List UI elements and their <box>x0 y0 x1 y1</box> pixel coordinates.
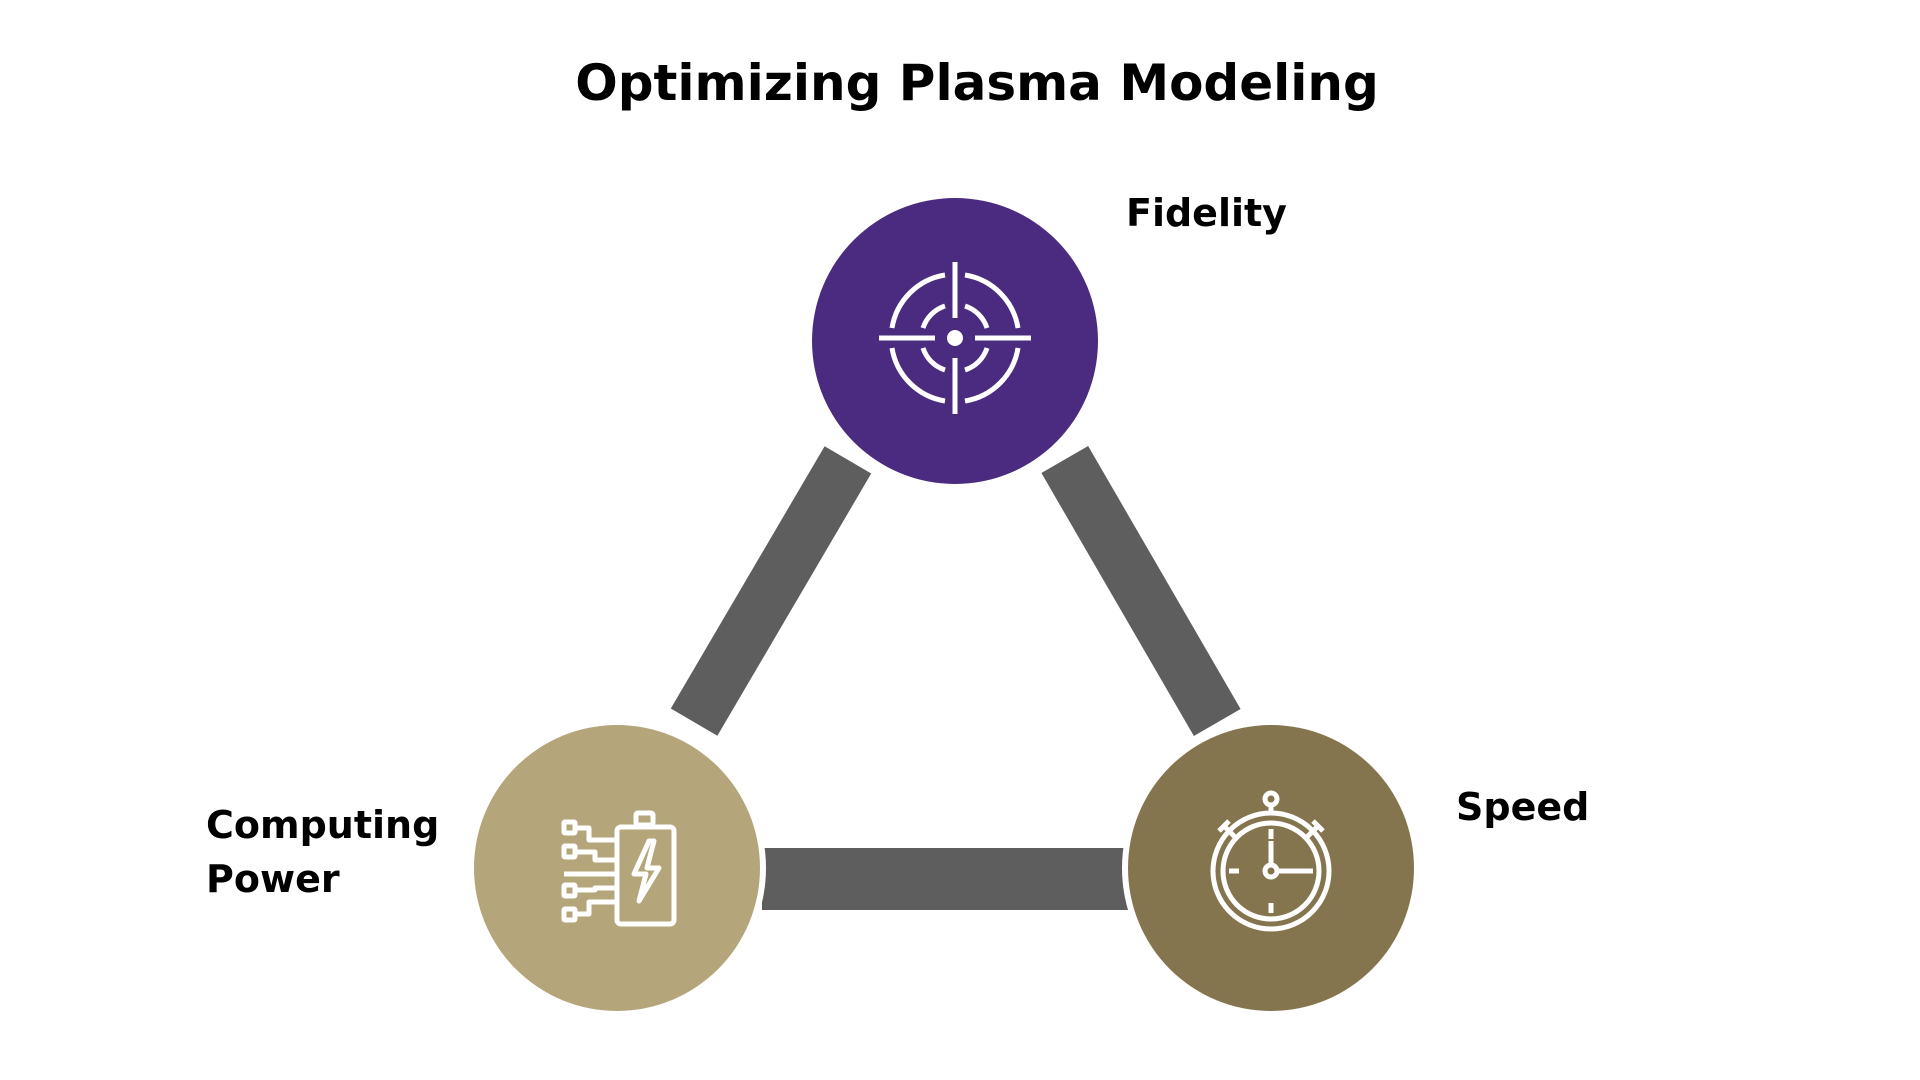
speed-circle-fill <box>1128 725 1414 1011</box>
stopwatch-icon <box>1210 790 1332 932</box>
node-speed: Speed <box>1122 719 1589 1017</box>
connector-fidelity-computing <box>670 446 872 736</box>
connector-computing-speed <box>762 848 1132 910</box>
connectors <box>670 445 1241 910</box>
computing-power-label-line-1: Computing <box>206 803 439 847</box>
connector-fidelity-speed <box>1041 445 1241 737</box>
speed-label: Speed <box>1456 785 1589 829</box>
node-computing-power: Computing Power <box>206 719 766 1017</box>
fidelity-label: Fidelity <box>1126 191 1287 235</box>
crosshair-icon <box>879 262 1031 414</box>
node-fidelity: Fidelity <box>806 191 1287 490</box>
computing-power-label-line-2: Power <box>206 857 340 901</box>
battery-circuit-icon <box>561 810 677 927</box>
diagram-title: Optimizing Plasma Modeling <box>575 54 1379 112</box>
